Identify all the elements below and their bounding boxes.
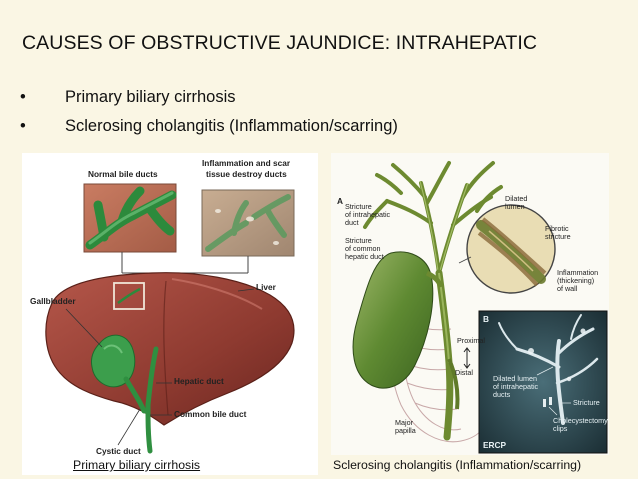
gallbladder-shape [91,334,136,388]
ercp-duct-image [498,314,599,425]
bile-duct-system [123,346,159,454]
caption-primary-biliary-cirrhosis[interactable]: Primary biliary cirrhosis [73,458,201,472]
label-inflammation-2: (thickening) [557,276,595,285]
magnified-region-box [113,282,145,310]
label-proximal: Proximal [457,336,485,345]
label-inflammation-line1: Inflammation and scar [202,158,291,168]
label-stricture-intrahepatic-2: of intrahepatic [345,210,391,219]
label-cholecystectomy-1: Cholecystectomy [553,416,608,425]
label-inflammation-line2: tissue destroy ducts [206,169,287,179]
damaged-duct-branches [205,194,291,252]
bullet-marker: • [20,88,26,106]
label-hepatic-duct: Hepatic duct [174,376,224,386]
label-stricture: Stricture [573,398,600,407]
slide-title: CAUSES OF OBSTRUCTIVE JAUNDICE: INTRAHEP… [22,32,538,54]
bullet-item: • Sclerosing cholangitis (Inflammation/s… [20,117,398,146]
label-dilated-lumen-1: Dilated [505,194,528,203]
label-stricture-intrahepatic-1: Stricture [345,202,372,211]
bullet-marker: • [20,117,26,135]
label-dilated-intrahepatic-1: Dilated lumen [493,374,537,383]
label-inflammation-3: of wall [557,284,578,293]
bullet-list: • Primary biliary cirrhosis • Sclerosing… [20,88,398,146]
psc-illustration: A Stricture of intrahepatic duct Strictu… [331,153,609,455]
label-common-bile-duct: Common bile duct [174,409,247,419]
label-fibrotic-2: stricture [545,232,571,241]
label-stricture-intrahepatic-3: duct [345,218,359,227]
label-major-2: papilla [395,426,416,435]
cholecystectomy-clips [543,397,552,407]
label-stricture-common-3: hepatic duct [345,252,384,261]
liver-shape [45,272,295,426]
label-gallbladder: Gallbladder [30,296,76,306]
label-panel-a: A [337,196,343,206]
label-liver: Liver [256,282,276,292]
label-distal: Distal [455,368,473,377]
bullet-text: Sclerosing cholangitis (Inflammation/sca… [65,117,398,135]
label-fibrotic-1: Fibrotic [545,224,569,233]
label-cholecystectomy-2: clips [553,424,568,433]
label-panel-b: B [483,314,489,324]
bullet-item: • Primary biliary cirrhosis [20,88,398,117]
label-dilated-lumen-2: lumen [505,202,525,211]
label-stricture-common-2: of common [345,244,381,253]
label-major-1: Major [395,418,413,427]
bullet-text: Primary biliary cirrhosis [65,88,236,106]
biliary-tree-graphic [352,161,608,454]
label-ercp: ERCP [483,440,507,450]
label-normal-bile-ducts: Normal bile ducts [88,169,158,179]
caption-sclerosing-cholangitis: Sclerosing cholangitis (Inflammation/sca… [333,458,582,472]
label-dilated-intrahepatic-3: ducts [493,390,511,399]
label-cystic-duct: Cystic duct [96,446,141,456]
pbc-illustration: Normal bile ducts Inflammation and scar … [22,153,318,475]
liver-diagram-graphic [45,183,295,454]
label-inflammation-1: Inflammation [557,268,599,277]
ercp-inset [478,310,608,454]
proximal-distal-arrows [463,347,471,369]
label-dilated-intrahepatic-2: of intrahepatic [493,382,539,391]
label-stricture-common-1: Stricture [345,236,372,245]
